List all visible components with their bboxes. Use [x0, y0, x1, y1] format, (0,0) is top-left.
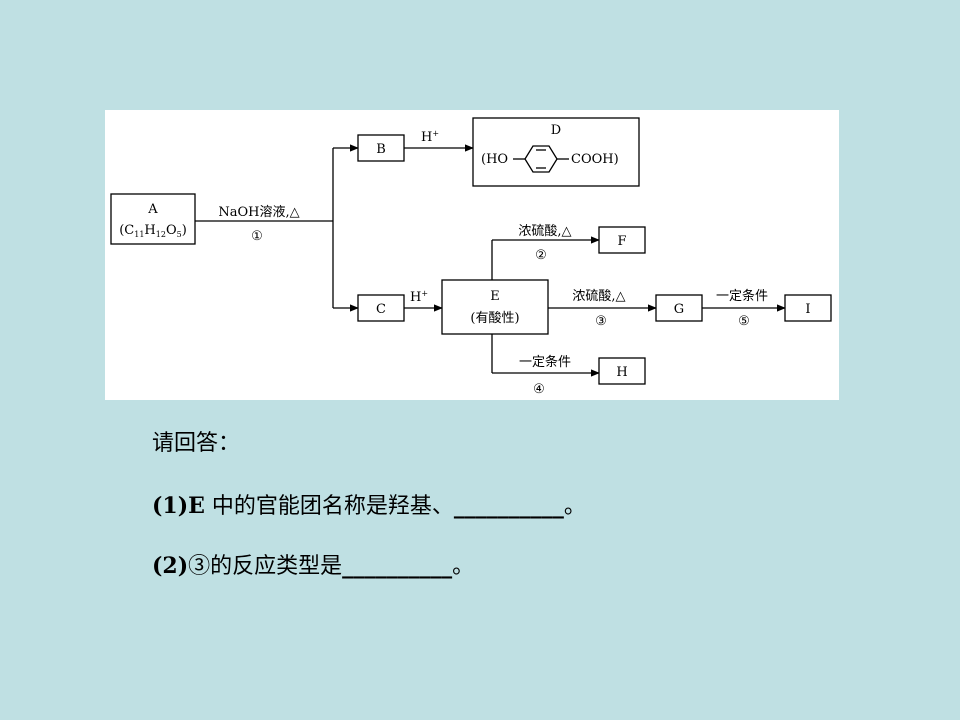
question-1: (1)E 中的官能团名称是羟基、__________。: [152, 488, 586, 520]
question-intro: 请回答：: [152, 425, 240, 457]
compound-e-note: (有酸性): [470, 311, 519, 326]
compound-b-label: B: [376, 142, 386, 157]
compound-h: [598, 357, 646, 385]
question-1-text: 中的官能团名称是羟基、: [204, 494, 454, 519]
compound-h-label: H: [616, 365, 627, 380]
question-2-blank: __________: [342, 553, 453, 579]
intro-text: 请回答：: [152, 431, 241, 456]
compound-d-label: D: [551, 123, 561, 138]
reagent-e-f: 浓硫酸,△: [518, 224, 571, 239]
compound-a-label: A: [147, 202, 158, 217]
compound-c-label: C: [376, 302, 386, 317]
compound-a-formula: (C11H12O5): [119, 223, 187, 239]
compound-f-label: F: [617, 234, 626, 249]
compound-e: [441, 279, 549, 335]
question-2-end: 。: [452, 554, 475, 579]
step-1: ①: [251, 229, 263, 244]
reagent-g-i: 一定条件: [716, 288, 768, 304]
compound-f: [598, 226, 646, 254]
reagent-e-g: 浓硫酸,△: [572, 289, 625, 304]
compound-d-left: (HO: [481, 152, 508, 167]
question-2-text: ③的反应类型是: [188, 554, 343, 579]
compound-g-label: G: [674, 302, 684, 317]
compound-a: A (C11H12O5): [110, 193, 196, 245]
compound-g: [655, 294, 703, 322]
question-2-number: (2): [152, 553, 189, 579]
compound-i: [784, 294, 832, 322]
compound-d: D (HO COOH): [472, 117, 640, 187]
question-1-blank: __________: [453, 493, 564, 519]
reagent-e-h: 一定条件: [519, 354, 571, 370]
reagent-h-plus-1: H+: [421, 129, 439, 145]
step-2: ②: [535, 248, 547, 263]
reaction-scheme: A (C11H12O5) NaOH溶液,△ ① B H+ D (HO COOH)…: [105, 110, 839, 400]
compound-b: [357, 134, 405, 162]
step-5: ⑤: [738, 314, 750, 329]
step-3: ③: [595, 314, 607, 329]
question-1-end: 。: [563, 494, 586, 519]
compound-d-right: COOH): [571, 152, 619, 167]
reaction-scheme-svg: A (C11H12O5) NaOH溶液,△ ① B H+ D (HO COOH)…: [110, 117, 832, 397]
question-2: (2)③的反应类型是__________。: [152, 548, 474, 580]
question-1-number: (1)E: [152, 493, 205, 519]
step-4: ④: [533, 382, 545, 397]
reagent-h-plus-2: H+: [410, 289, 428, 305]
compound-i-label: I: [805, 302, 810, 317]
reagent-naoh: NaOH溶液,△: [218, 205, 299, 220]
compound-e-label: E: [490, 289, 500, 304]
